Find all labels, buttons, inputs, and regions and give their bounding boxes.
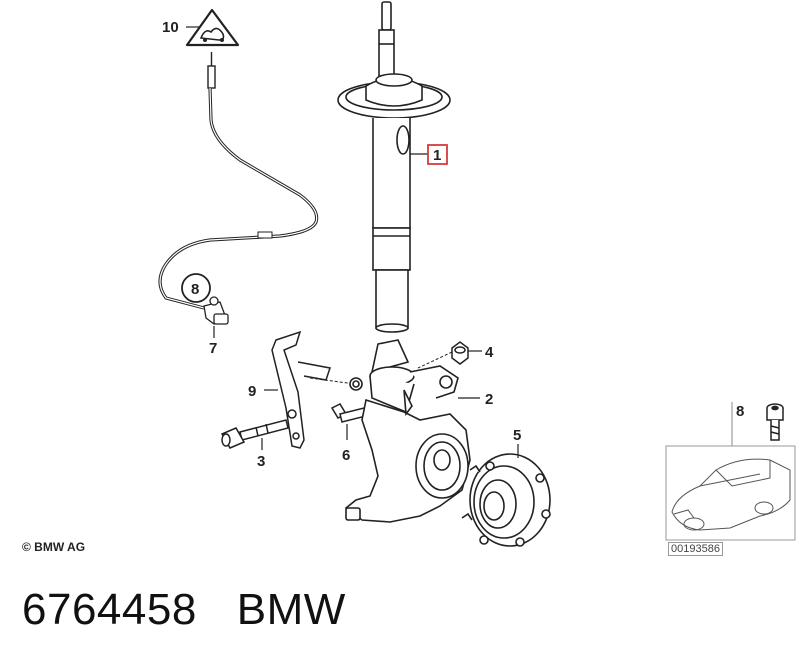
abs-sensor: [203, 296, 229, 325]
nut: [451, 341, 469, 365]
callout-9[interactable]: 9: [248, 383, 256, 400]
warning-triangle-icon: [185, 8, 240, 47]
callout-6[interactable]: 6: [342, 447, 350, 464]
document-number: 00193586: [668, 542, 723, 556]
steering-knuckle: [344, 339, 471, 523]
inset-screw: [766, 403, 784, 441]
callout-10[interactable]: 10: [162, 19, 179, 36]
part-number: 6764458: [22, 585, 197, 634]
callout-8-ring: [181, 273, 211, 303]
callout-2[interactable]: 2: [485, 391, 493, 408]
callout-1[interactable]: 1: [433, 147, 441, 164]
car-icon: [671, 458, 791, 531]
bolt-short: [330, 403, 367, 423]
sensor-wire: [158, 52, 319, 310]
callout-3[interactable]: 3: [257, 453, 265, 470]
callout-5[interactable]: 5: [513, 427, 521, 444]
strut-assembly: [337, 1, 451, 333]
copyright-notice: © BMW AG: [22, 540, 86, 554]
callout-4[interactable]: 4: [485, 344, 494, 361]
caption: 6764458 BMW: [22, 585, 346, 635]
parts-diagram: 10 8 7 1: [158, 1, 796, 547]
callout-8[interactable]: 8: [191, 281, 199, 298]
wheel-hub: [461, 453, 551, 547]
brand-name: BMW: [236, 585, 346, 634]
sensor-bracket: [271, 330, 331, 449]
callout-8-inset[interactable]: 8: [736, 403, 744, 420]
callout-1-highlight: [427, 144, 448, 165]
bolt-long: [220, 419, 289, 449]
callout-7[interactable]: 7: [209, 340, 217, 357]
